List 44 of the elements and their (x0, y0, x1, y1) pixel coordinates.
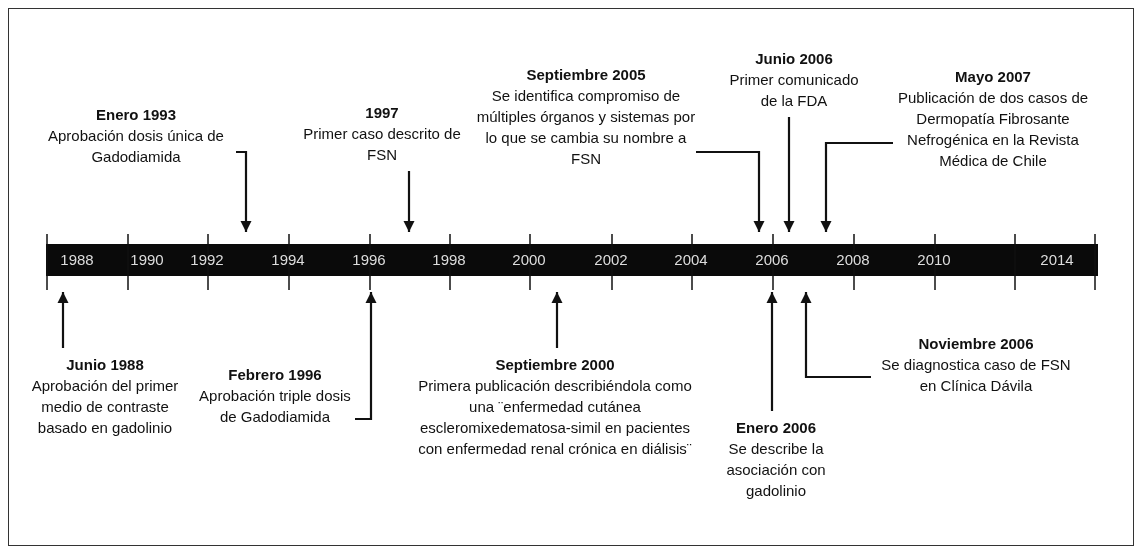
year-label: 2010 (917, 251, 951, 269)
arrow (783, 117, 795, 232)
event-description: Primer comunicado de la FDA (728, 70, 860, 111)
event-description: Se diagnostica caso de FSN en Clínica Dávila (880, 355, 1072, 396)
event-description: Primer caso descrito de FSN (302, 124, 462, 165)
year-label: 1994 (271, 251, 305, 269)
arrow (766, 292, 778, 411)
event-date: Septiembre 2005 (525, 65, 647, 85)
event-date: Febrero 1996 (227, 365, 323, 385)
year-label: 1996 (352, 251, 386, 269)
year-label: 1992 (190, 251, 224, 269)
arrow (800, 292, 871, 379)
arrow (696, 150, 765, 232)
arrow (355, 292, 377, 421)
event-description: Se identifica compromiso de múltiples órganos y sistemas por lo que se cambia su nombre a FSN (476, 86, 696, 169)
year-label: 1990 (130, 251, 164, 269)
arrow (236, 150, 252, 232)
event-description: Primera publicación describiéndola como una ¨enfermedad cutánea escleromixedematosa-simil en pacientes con enfermedad renal crónica en diálisis¨ (417, 376, 693, 459)
event-date: Septiembre 2000 (494, 355, 616, 375)
event-description: Aprobación del primer medio de contraste basado en gadolinio (30, 376, 180, 438)
year-label: 2002 (594, 251, 628, 269)
event-date: Enero 1993 (94, 105, 177, 125)
event-date: Noviembre 2006 (917, 334, 1035, 354)
year-label: 2000 (512, 251, 546, 269)
arrow (551, 292, 563, 348)
event-description: Aprobación triple dosis de Gadodiamida (198, 386, 352, 427)
year-label: 2014 (1040, 251, 1074, 269)
year-label: 2004 (674, 251, 708, 269)
event-date: Junio 2006 (754, 49, 834, 69)
arrow (820, 141, 893, 232)
year-label: 2008 (836, 251, 870, 269)
event-date: Enero 2006 (734, 418, 817, 438)
timeline-bar (46, 234, 1098, 290)
event-description: Aprobación dosis única de Gadodiamida (47, 126, 225, 167)
event-description: Se describe la asociación con gadolinio (725, 439, 827, 501)
arrow (57, 292, 69, 348)
year-label: 2006 (755, 251, 789, 269)
year-label: 1998 (432, 251, 466, 269)
event-date: 1997 (364, 103, 400, 123)
event-date: Junio 1988 (65, 355, 145, 375)
event-date: Mayo 2007 (954, 67, 1032, 87)
arrow (403, 171, 415, 232)
event-description: Publicación de dos casos de Dermopatía Fibrosante Nefrogénica en la Revista Médica de Chile (896, 88, 1090, 171)
year-label: 1988 (60, 251, 94, 269)
